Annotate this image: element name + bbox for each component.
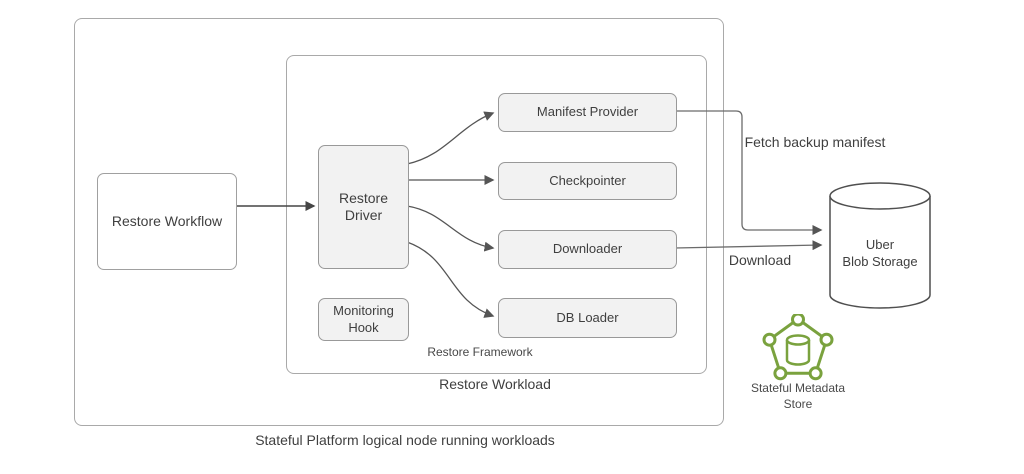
stateful-metadata-store-icon [762,314,834,381]
restore-workload-label: Restore Workload [439,376,551,392]
platform-container-label: Stateful Platform logical node running w… [255,432,555,448]
node-restore-driver: Restore Driver [318,145,409,269]
fetch-backup-manifest-label: Fetch backup manifest [744,134,886,150]
node-monitoring-hook: Monitoring Hook [318,298,409,341]
restore-framework-box [286,55,707,374]
uber-blob-storage-label: Uber Blob Storage [842,237,918,269]
edge-driver-to-manifest-provider [406,111,495,165]
node-label: Downloader [552,241,623,257]
edge-manifest-to-blob-storage [675,110,823,235]
node-restore-workflow: Restore Workflow [97,173,237,270]
node-manifest-provider: Manifest Provider [498,93,677,132]
node-db-loader: DB Loader [498,298,677,338]
node-checkpointer: Checkpointer [498,162,677,200]
node-label: DB Loader [556,309,619,325]
edge-driver-to-downloader [406,205,495,252]
uber-blob-storage-cylinder [829,182,931,309]
node-label: Restore Workflow [111,212,223,229]
node-label: Manifest Provider [536,104,639,120]
node-downloader: Downloader [498,230,677,269]
platform-container-box [74,18,724,426]
stateful-metadata-store-label: Stateful Metadata Store [750,381,846,411]
restore-framework-label: Restore Framework [427,345,533,359]
node-label: Restore Driver [338,189,389,224]
node-label: Checkpointer [549,172,626,188]
download-label: Download [728,252,792,268]
edge-downloader-to-blob-storage [674,240,823,251]
edge-driver-to-db-loader [406,241,495,318]
node-label: Monitoring Hook [333,303,394,335]
